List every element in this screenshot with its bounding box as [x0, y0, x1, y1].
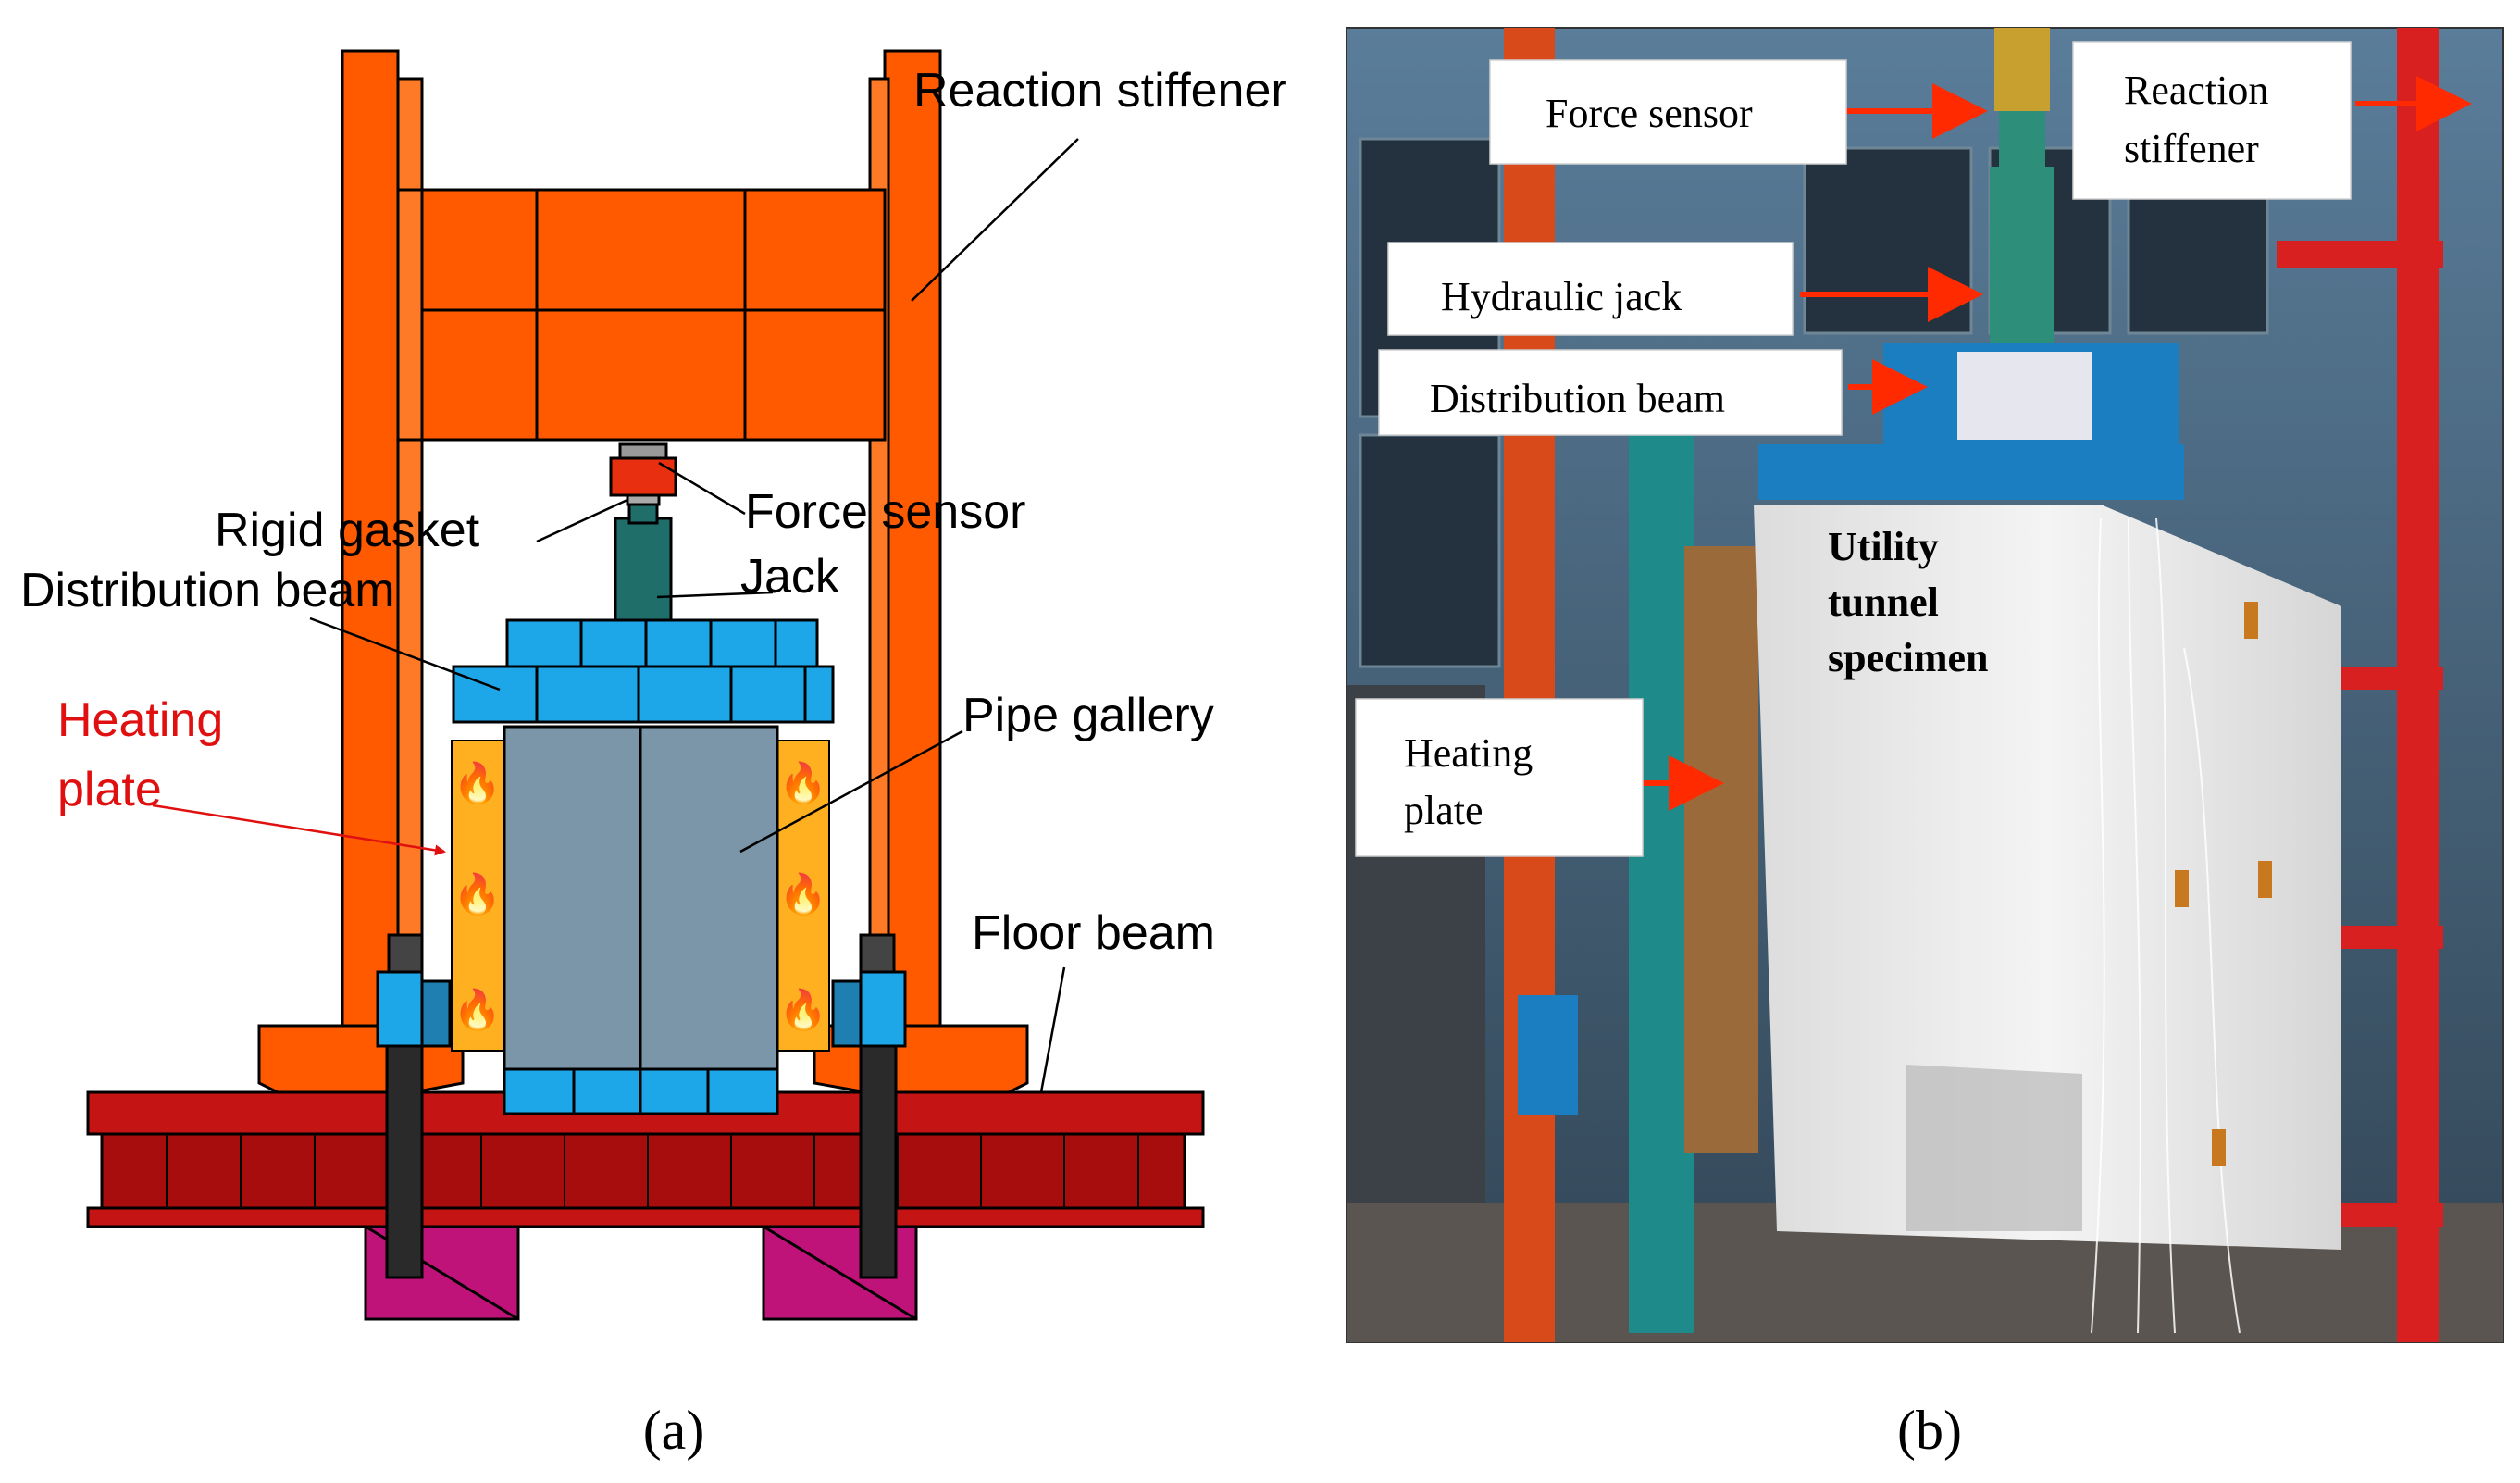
label-b-force-sensor: Force sensor: [1546, 91, 1753, 136]
heating-plate-arrow: [152, 804, 446, 856]
label-b-distribution-beam: Distribution beam: [1430, 376, 1725, 421]
flame-icon: 🔥: [779, 760, 827, 805]
specimen-label: Utility tunnel specimen: [1828, 524, 1989, 680]
panel-a-schematic: 🔥 🔥 🔥 🔥 🔥 🔥: [20, 49, 1287, 1461]
flame-icon: 🔥: [779, 871, 827, 916]
flame-icon: 🔥: [453, 871, 502, 916]
photo-distribution-beam: [1758, 343, 2184, 500]
distribution-beam: [452, 618, 835, 724]
label-b-reaction-stiffener-2: stiffener: [2124, 126, 2259, 171]
caption-a: (a): [643, 1400, 705, 1461]
label-b-specimen-1: Utility: [1828, 524, 1939, 569]
label-b-heating-plate-1: Heating: [1404, 730, 1533, 776]
jack-assembly: [609, 442, 677, 622]
panel-b-photo: Force sensor Reaction stiffener Hydrauli…: [1346, 27, 2504, 1461]
flame-icons: 🔥 🔥 🔥 🔥 🔥 🔥: [453, 760, 827, 1032]
heating-plates: [451, 740, 830, 1052]
label-floor-beam: Floor beam: [972, 906, 1215, 960]
pipe-gallery-specimen: [503, 725, 779, 1076]
label-heating-plate-2: plate: [57, 763, 162, 816]
photo-heating-plate: [1684, 546, 1758, 1153]
caption-b: (b): [1897, 1400, 1962, 1461]
bottom-beam: [503, 1067, 779, 1115]
supports: [364, 1225, 918, 1321]
photo-jack: [1990, 28, 2054, 343]
anchor-clamps: [376, 933, 907, 1279]
label-jack: Jack: [740, 550, 840, 604]
flame-icon: 🔥: [453, 760, 502, 805]
label-reaction-stiffener: Reaction stiffener: [913, 64, 1287, 118]
label-rigid-gasket: Rigid gasket: [215, 504, 480, 557]
leader-lines: [309, 138, 1079, 1093]
label-heating-plate-1: Heating: [57, 693, 223, 747]
flame-icon: 🔥: [453, 987, 502, 1032]
photo-specimen: [1754, 505, 2341, 1250]
label-force-sensor: Force sensor: [745, 485, 1025, 539]
photo-callout-boxes: [1355, 41, 2352, 857]
label-b-specimen-3: specimen: [1828, 635, 1989, 680]
label-distribution-beam: Distribution beam: [20, 564, 395, 617]
label-b-reaction-stiffener-1: Reaction: [2124, 68, 2268, 113]
flame-icon: 🔥: [779, 987, 827, 1032]
photo-arrows: [1643, 76, 2472, 811]
panel-b-labels: Force sensor Reaction stiffener Hydrauli…: [1404, 68, 2268, 833]
label-b-specimen-2: tunnel: [1828, 579, 1939, 625]
panel-a-labels: Reaction stiffener Rigid gasket Force se…: [20, 64, 1287, 960]
label-b-heating-plate-2: plate: [1404, 788, 1483, 833]
label-b-hydraulic-jack: Hydraulic jack: [1441, 274, 1682, 319]
label-pipe-gallery: Pipe gallery: [962, 689, 1214, 742]
